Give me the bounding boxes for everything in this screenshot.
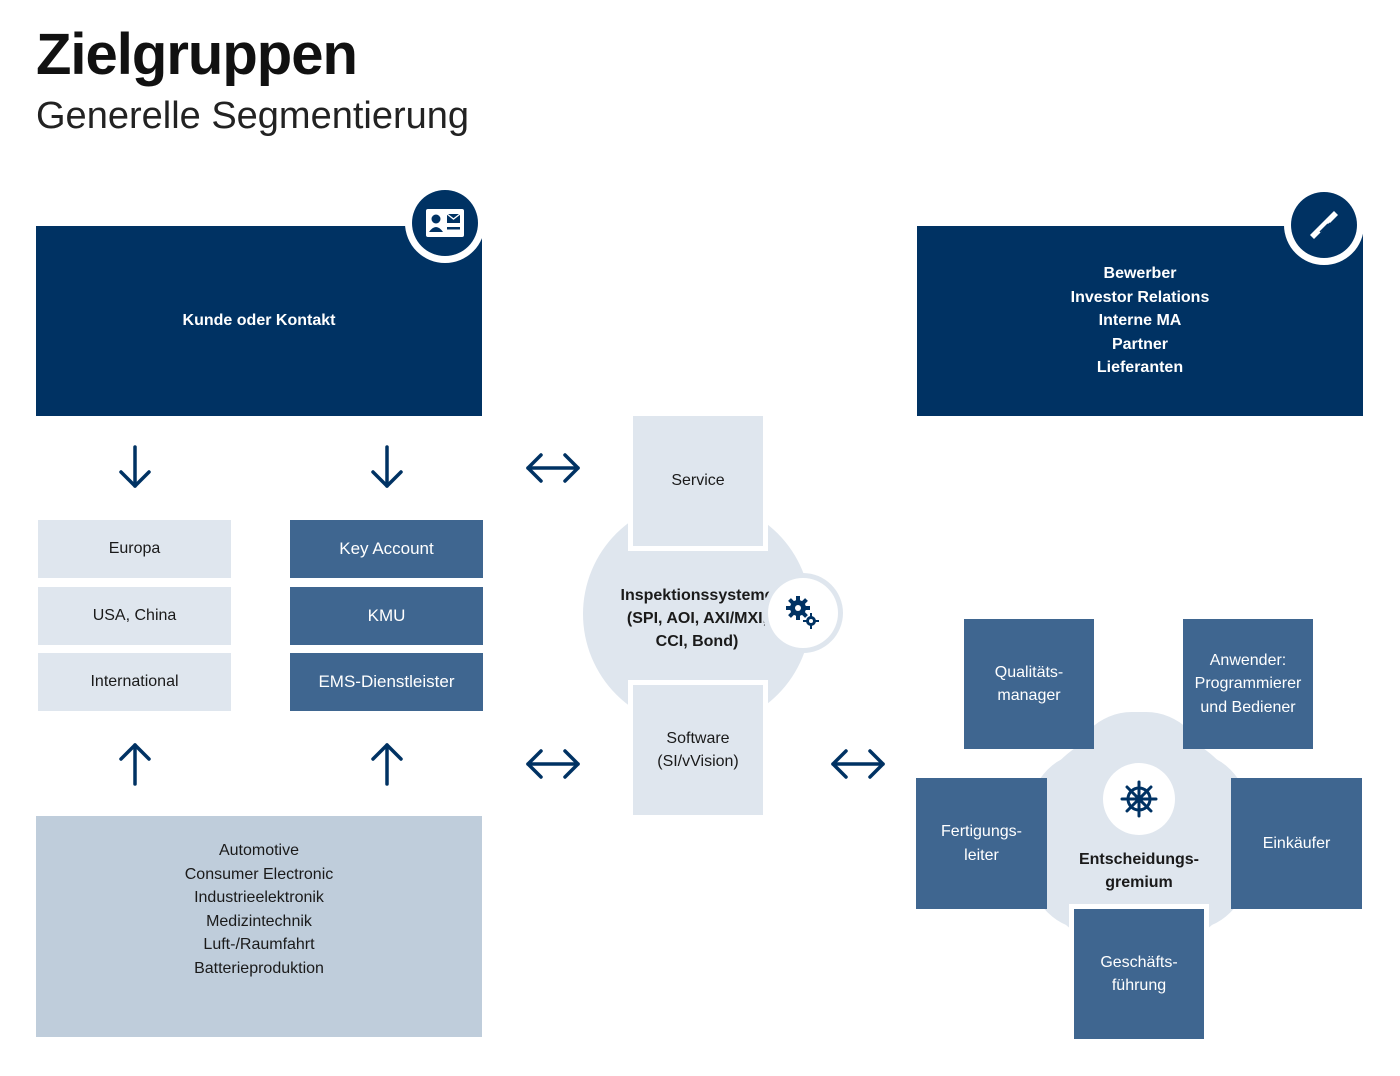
- contact-card-icon: [426, 209, 464, 237]
- arrow-down-icon: [119, 445, 151, 488]
- account-type-label: EMS-Dienstleister: [318, 672, 455, 691]
- account-type-label: KMU: [367, 606, 406, 625]
- role-line: führung: [1111, 977, 1167, 994]
- decision-line: Entscheidungs-: [1078, 850, 1199, 868]
- software-line: Software: [666, 729, 730, 747]
- account-type-item: EMS-Dienstleister: [290, 653, 483, 711]
- software-box: Software (SI/vVision): [628, 680, 768, 820]
- arrow-down-icon: [371, 445, 403, 488]
- industry-item: Luft-/Raumfahrt: [203, 936, 315, 953]
- role-buyer: Einkäufer: [1231, 778, 1362, 909]
- software-line: (SI/vVision): [657, 753, 739, 770]
- industry-item: Automotive: [218, 842, 300, 859]
- region-item: Europa: [38, 520, 231, 578]
- double-arrow-icon: [831, 749, 885, 779]
- role-line: Fertigungs-: [941, 823, 1022, 840]
- role-line: und Bediener: [1200, 698, 1296, 716]
- region-item: International: [38, 653, 231, 711]
- double-arrow-icon: [526, 749, 580, 779]
- stakeholder-item: Interne MA: [1098, 312, 1182, 330]
- role-production-manager: Fertigungs- leiter: [916, 778, 1047, 909]
- industries-list: Automotive Consumer Electronic Industrie…: [185, 839, 334, 980]
- decision-line: gremium: [1105, 874, 1173, 891]
- stakeholder-item: Investor Relations: [1070, 288, 1210, 306]
- gears-icon: [786, 596, 819, 629]
- role-line: leiter: [964, 846, 999, 864]
- account-type-label: Key Account: [339, 539, 434, 558]
- customer-contact-label: Kunde oder Kontakt: [182, 312, 336, 330]
- role-line: manager: [997, 687, 1061, 704]
- decision-cross-shape: [1027, 712, 1251, 952]
- handshake-icon: [1310, 211, 1338, 239]
- page-title: Zielgruppen: [36, 22, 358, 87]
- industry-item: Medizintechnik: [206, 912, 312, 930]
- customer-contact-box: Kunde oder Kontakt: [36, 226, 482, 416]
- page-subtitle: Generelle Segmentierung: [36, 95, 470, 137]
- arrow-up-icon: [371, 743, 403, 786]
- products-circle: [583, 500, 811, 728]
- ship-wheel-badge: [1098, 758, 1180, 840]
- industries-box: Automotive Consumer Electronic Industrie…: [36, 816, 482, 1037]
- decision-committee-label: Entscheidungs- gremium: [1060, 845, 1218, 897]
- role-line: Geschäfts-: [1100, 953, 1178, 971]
- service-box: Service: [628, 411, 768, 551]
- region-label: USA, China: [92, 607, 177, 625]
- industry-item: Industrieelektronik: [194, 889, 324, 906]
- industry-item: Consumer Electronic: [184, 865, 334, 883]
- stakeholder-item: Bewerber: [1103, 265, 1177, 283]
- gears-badge: [763, 573, 843, 653]
- customer-badge: [405, 183, 485, 263]
- double-arrow-icon: [526, 453, 580, 483]
- role-line: Programmierer: [1194, 675, 1302, 693]
- ship-wheel-icon: [1120, 780, 1158, 818]
- role-line: Einkäufer: [1262, 834, 1331, 852]
- inspection-systems-label: Inspektionssysteme (SPI, AOI, AXI/MXI, C…: [584, 582, 810, 654]
- stakeholder-box: Bewerber Investor Relations Interne MA P…: [917, 226, 1363, 416]
- account-type-item: KMU: [290, 587, 483, 645]
- stakeholder-badge: [1284, 185, 1364, 265]
- service-label: Service: [671, 472, 725, 490]
- account-type-item: Key Account: [290, 520, 483, 578]
- role-quality-manager: Qualitäts- manager: [964, 619, 1094, 749]
- region-label: International: [90, 673, 179, 691]
- role-user: Anwender: Programmierer und Bediener: [1183, 619, 1313, 749]
- inspection-line: CCI, Bond): [655, 632, 739, 650]
- role-management: Geschäfts- führung: [1069, 904, 1209, 1044]
- stakeholder-item: Partner: [1111, 335, 1168, 353]
- inspection-line: (SPI, AOI, AXI/MXI,: [626, 609, 768, 627]
- region-label: Europa: [108, 540, 161, 558]
- stakeholder-list: Bewerber Investor Relations Interne MA P…: [1071, 262, 1210, 380]
- stakeholder-item: Lieferanten: [1096, 359, 1184, 377]
- region-item: USA, China: [38, 587, 231, 645]
- arrow-up-icon: [119, 743, 151, 786]
- industry-item: Batterieproduktion: [194, 959, 324, 977]
- role-line: Anwender:: [1209, 651, 1287, 669]
- role-line: Qualitäts-: [994, 663, 1064, 681]
- inspection-line: Inspektionssysteme: [620, 586, 774, 604]
